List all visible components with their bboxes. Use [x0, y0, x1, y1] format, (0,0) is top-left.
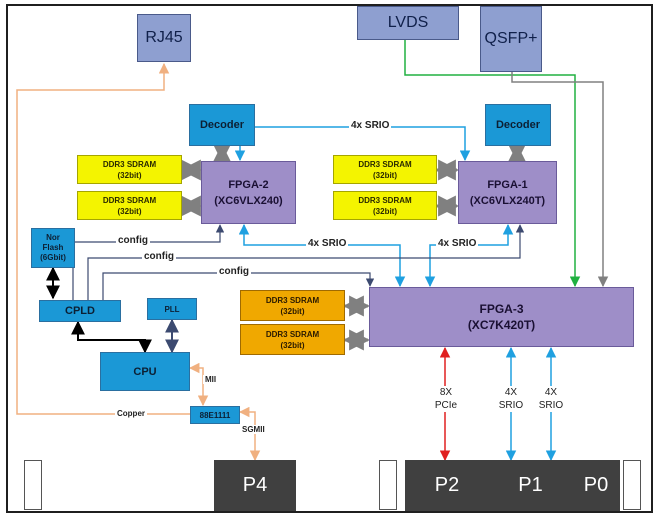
config-fpga1-line — [87, 224, 525, 300]
decoder-fpga1: Decoder — [485, 104, 551, 146]
ddr-fpga2-1: DDR3 SDRAM (32bit) — [77, 155, 182, 184]
rj45-connector: RJ45 — [137, 14, 191, 62]
fpga1-name: FPGA-1 — [487, 178, 528, 191]
port-p1: P1 — [489, 460, 572, 511]
copper-label: Copper — [115, 409, 147, 418]
ddr-width-label: (32bit) — [117, 206, 142, 216]
ddr-fpga2-2: DDR3 SDRAM (32bit) — [77, 191, 182, 220]
sgmii-label: SGMII — [240, 425, 267, 434]
nor-flash-line3: (6Gbit) — [40, 253, 66, 262]
srio-p0-width-label: 4X — [544, 387, 558, 398]
ddr-type-label: DDR3 SDRAM — [358, 159, 412, 169]
lvds-line — [404, 40, 581, 288]
mii-label: MII — [203, 375, 219, 384]
port-p2: P2 — [405, 460, 489, 511]
ddr-width-label: (32bit) — [280, 340, 305, 350]
phy-88e1111-block: 88E1111 — [190, 406, 240, 424]
config-label-3: config — [217, 266, 251, 277]
ddr-type-label: DDR3 SDRAM — [265, 295, 320, 305]
fpga1-part: (XC6VLX240T) — [469, 194, 546, 207]
pcie-label: 8X PCIe — [429, 386, 463, 412]
srio-top-label: 4x SRIO — [349, 120, 392, 131]
port-p0: P0 — [572, 460, 620, 511]
cpu-block: CPU — [100, 352, 190, 391]
cpld-block: CPLD — [39, 300, 121, 322]
decoder-fpga2: Decoder — [189, 104, 255, 146]
srio-mid-left-label: 4x SRIO — [306, 238, 349, 249]
fpga3-part: (XC7K420T) — [467, 318, 536, 332]
srio-p1-name-label: SRIO — [498, 400, 524, 411]
pcie-width-label: 8X — [439, 387, 453, 398]
lvds-connector: LVDS — [357, 6, 459, 40]
ddr-fpga1-1: DDR3 SDRAM (32bit) — [333, 155, 437, 184]
pcie-name-label: PCIe — [434, 400, 458, 411]
board-outline — [6, 4, 653, 513]
nor-flash-block: Nor Flash (6Gbit) — [31, 228, 75, 268]
srio-p0-name-label: SRIO — [538, 400, 564, 411]
srio-fpga1-fpga3-line — [424, 223, 514, 288]
qsfp-line — [511, 72, 609, 288]
srio-p0-label: 4X SRIO — [534, 386, 568, 412]
ddr-fpga1-2: DDR3 SDRAM (32bit) — [333, 191, 437, 220]
ddr-type-label: DDR3 SDRAM — [102, 159, 157, 169]
qsfp-connector: QSFP+ — [480, 6, 542, 72]
copper-link — [16, 62, 190, 415]
fpga3-name: FPGA-3 — [479, 302, 524, 316]
fpga2-block: FPGA-2 (XC6VLX240) — [201, 161, 296, 224]
fpga3-block: FPGA-3 (XC7K420T) — [369, 287, 634, 347]
port-p4: P4 — [214, 460, 296, 511]
backplane-slot-left — [24, 460, 42, 510]
fpga2-name: FPGA-2 — [228, 178, 269, 191]
ddr-fpga3-1: DDR3 SDRAM (32bit) — [240, 290, 345, 321]
ddr-width-label: (32bit) — [373, 206, 397, 216]
cpld-cpu-link — [71, 320, 152, 354]
srio-p1-label: 4X SRIO — [494, 386, 528, 412]
backplane-slot-mid — [379, 460, 397, 510]
ddr-width-label: (32bit) — [117, 170, 142, 180]
pll-block: PLL — [147, 298, 197, 320]
ddr-type-label: DDR3 SDRAM — [265, 329, 320, 339]
fpga1-block: FPGA-1 (XC6VLX240T) — [458, 161, 557, 224]
nor-flash-line2: Flash — [42, 243, 64, 252]
sgmii-link — [238, 406, 261, 462]
ddr-type-label: DDR3 SDRAM — [358, 195, 412, 205]
ddr-width-label: (32bit) — [373, 170, 397, 180]
srio-mid-right-label: 4x SRIO — [436, 238, 479, 249]
config-label-2: config — [142, 251, 176, 262]
mii-link — [188, 362, 209, 407]
backplane-slot-right — [623, 460, 641, 510]
config-label-1: config — [116, 235, 150, 246]
srio-p1-width-label: 4X — [504, 387, 518, 398]
fpga2-part: (XC6VLX240) — [214, 194, 283, 207]
srio-fpga2-fpga3-line — [238, 223, 406, 288]
ddr-width-label: (32bit) — [280, 306, 305, 316]
ddr-type-label: DDR3 SDRAM — [102, 195, 157, 205]
ddr-fpga3-2: DDR3 SDRAM (32bit) — [240, 324, 345, 355]
nor-flash-line1: Nor — [46, 233, 60, 242]
